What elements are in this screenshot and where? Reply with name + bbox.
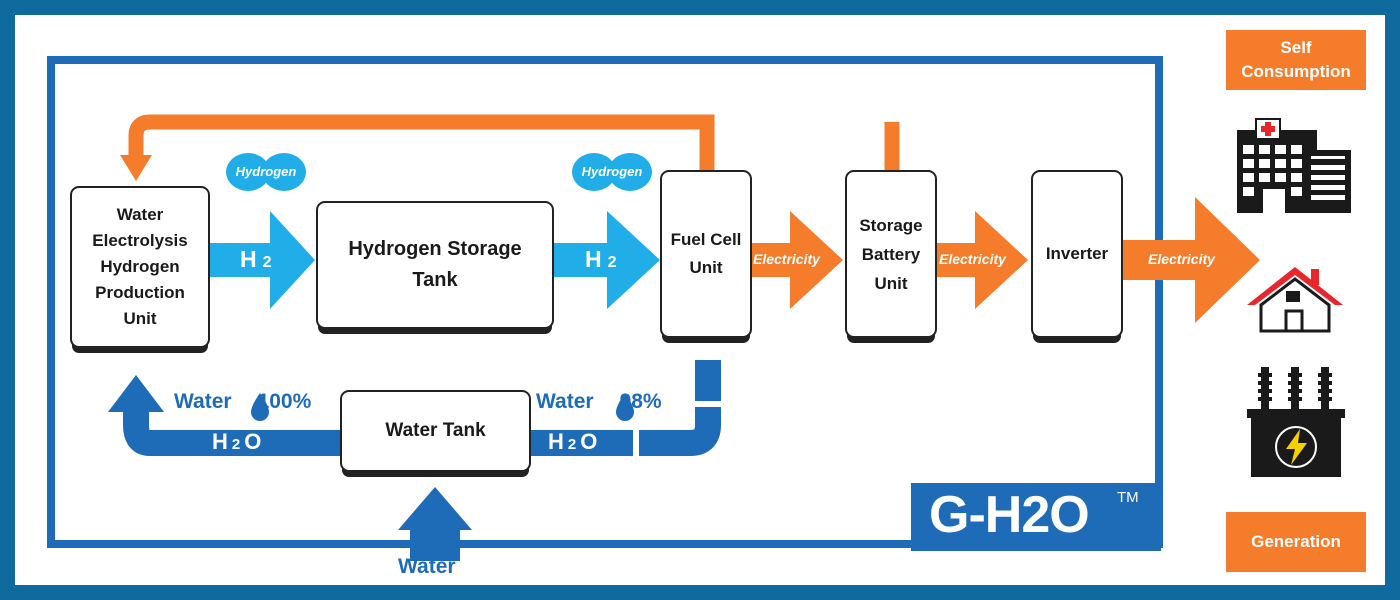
self-consumption-badge: Self Consumption bbox=[1226, 30, 1366, 90]
electricity-arrow-2 bbox=[937, 211, 1028, 309]
electricity-label: Electricity bbox=[753, 251, 820, 267]
system-border bbox=[47, 56, 1163, 548]
electricity-label: Electricity bbox=[939, 251, 1006, 267]
water-loop-gap bbox=[633, 418, 639, 458]
feedback-loop-line bbox=[128, 114, 715, 175]
storage-battery-unit: Storage Battery Unit bbox=[845, 170, 937, 338]
water-loop-arrowhead bbox=[108, 375, 164, 412]
water-drop-icon bbox=[251, 393, 269, 421]
transformer-icon bbox=[1247, 367, 1345, 477]
electricity-label: Electricity bbox=[1148, 251, 1215, 267]
water-inlet-arrow bbox=[398, 487, 472, 561]
water-loop-gap-2 bbox=[685, 401, 731, 407]
hydrogen-storage-tank: Hydrogen Storage Tank bbox=[316, 201, 554, 329]
inverter-unit: Inverter bbox=[1031, 170, 1123, 338]
electrolysis-unit: Water Electrolysis Hydrogen Production U… bbox=[70, 186, 210, 348]
water-drop-icon bbox=[616, 393, 634, 421]
h2-arrow-1 bbox=[208, 211, 315, 309]
generation-badge: Generation bbox=[1226, 512, 1366, 572]
electricity-arrow-3 bbox=[1123, 197, 1260, 323]
water-inlet-label: Water bbox=[398, 555, 456, 578]
house-icon bbox=[1247, 267, 1343, 333]
diagram-canvas: Hydrogen Hydrogen Water Electrolysis Hyd… bbox=[15, 15, 1385, 585]
electricity-arrow-1 bbox=[752, 211, 843, 309]
hydrogen-badge: Hydrogen bbox=[226, 153, 306, 191]
fuel-cell-unit: Fuel Cell Unit bbox=[660, 170, 752, 338]
water-tank: Water Tank bbox=[340, 390, 531, 472]
hospital-icon bbox=[1237, 118, 1351, 213]
hydrogen-badge: Hydrogen bbox=[572, 153, 652, 191]
brand-logo: G-H2O TM bbox=[911, 483, 1161, 551]
feedback-arrowhead bbox=[120, 155, 152, 181]
h2-arrow-2 bbox=[553, 211, 660, 309]
